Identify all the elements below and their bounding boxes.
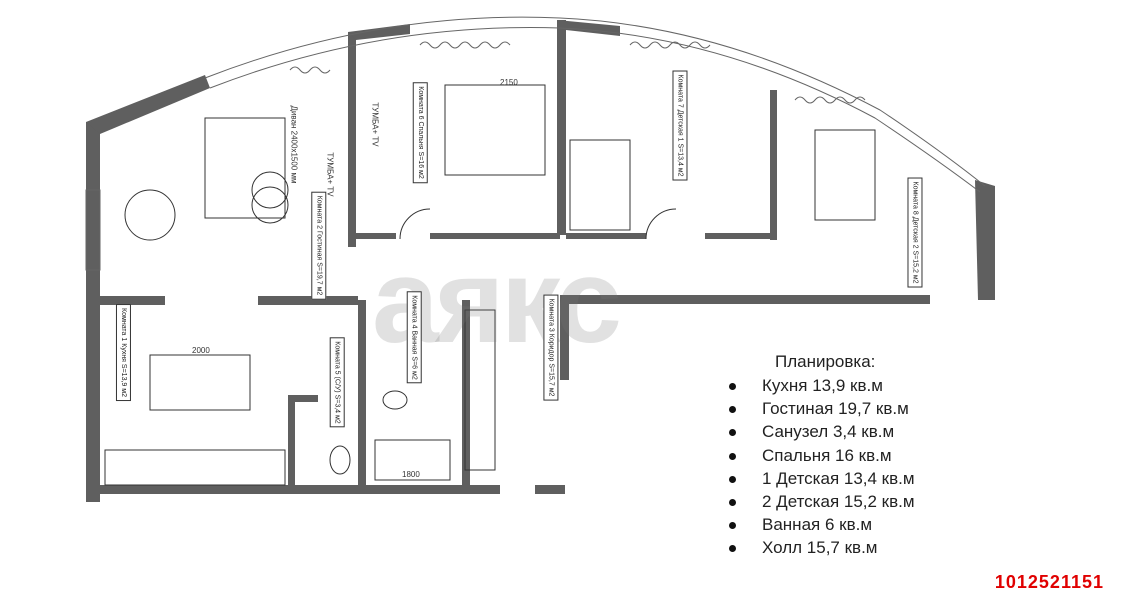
bathtub <box>374 439 451 481</box>
bullet-icon <box>729 545 736 553</box>
bed <box>444 84 546 176</box>
room-label-child1: Комната 7 Детская 1 S=13,4 м2 <box>672 70 688 181</box>
kitchen-table <box>149 354 251 411</box>
legend-item: Спальня 16 кв.м <box>720 444 915 467</box>
bullet-icon <box>729 406 736 414</box>
bullet-icon <box>729 452 736 460</box>
listing-id: 1012521151 <box>994 572 1104 592</box>
toilet-wc <box>329 445 351 475</box>
legend-item: Санузел 3,4 кв.м <box>720 420 915 443</box>
legend-item: Холл 15,7 кв.м <box>720 536 915 559</box>
room-label-wc: Комната 5 (С/У) S=3,4 м2 <box>329 337 345 428</box>
layout-legend: Планировка: Кухня 13,9 кв.м Гостиная 19,… <box>720 352 915 560</box>
bullet-icon <box>729 475 736 483</box>
sofa-note: Диван 2400х1500 мм <box>289 105 299 184</box>
dining-table <box>124 189 176 241</box>
wardrobe <box>464 309 496 471</box>
bullet-icon <box>729 522 736 530</box>
legend-item: 2 Детская 15,2 кв.м <box>720 490 915 513</box>
room-label-kitchen: Комната 1 Кухня S=13,9 м2 <box>115 304 131 401</box>
furniture <box>104 84 876 486</box>
walls <box>86 20 995 502</box>
tv-note-1: ТУМБА+ TV <box>370 102 380 147</box>
legend-item: 1 Детская 13,4 кв.м <box>720 467 915 490</box>
bullet-icon <box>729 429 736 437</box>
dimension-2150: 2150 <box>500 78 518 87</box>
room-label-child2: Комната 8 Детская 2 S=15,2 м2 <box>907 177 923 288</box>
tv-note-2: ТУМБА+ TV <box>325 152 335 197</box>
room-label-bedroom: Комната 6 Спальня S=16 м2 <box>412 82 428 183</box>
sofa <box>204 117 286 219</box>
legend-title: Планировка: <box>775 352 876 371</box>
toilet <box>382 390 408 410</box>
legend-item: Ванная 6 кв.м <box>720 513 915 536</box>
windows <box>85 16 986 271</box>
room-label-hall: Комната 3 Коридор S=15,7 м2 <box>543 294 559 401</box>
bullet-icon <box>729 498 736 506</box>
legend-item: Гостиная 19,7 кв.м <box>720 397 915 420</box>
bullet-icon <box>729 383 736 390</box>
dimension-2000: 2000 <box>192 346 210 355</box>
dimension-1800: 1800 <box>402 470 420 479</box>
legend-item: Кухня 13,9 кв.м <box>720 374 915 397</box>
room-label-living: Комната 2 Гостиная S=19,7 м2 <box>311 191 327 300</box>
bed-child2 <box>814 129 876 221</box>
room-label-bath: Комната 4 Ванная S=6 м2 <box>406 291 422 384</box>
kitchen-counter <box>104 449 286 486</box>
bed-child1 <box>569 139 631 231</box>
